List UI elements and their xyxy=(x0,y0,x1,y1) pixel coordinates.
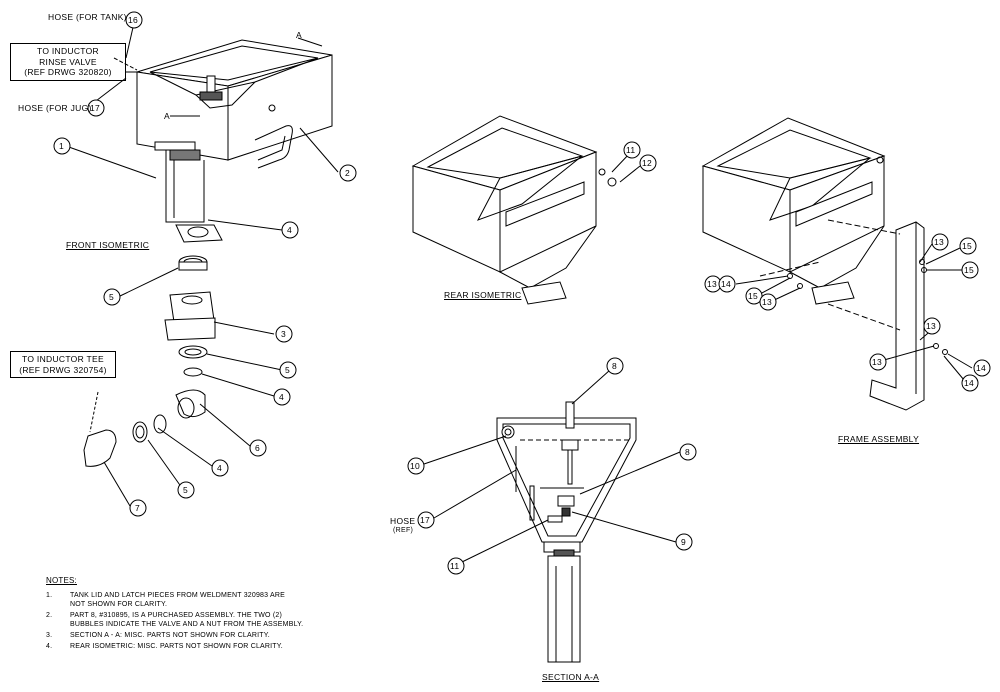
balloon-14: 14 xyxy=(976,363,987,373)
balloon-12: 12 xyxy=(642,158,653,168)
leader-lines xyxy=(65,22,973,563)
balloon-13: 13 xyxy=(872,357,883,367)
rinse-valve-line-1: TO INDUCTOR xyxy=(36,46,99,56)
balloon-13: 13 xyxy=(707,279,718,289)
rinse-valve-callout: TO INDUCTOR RINSE VALVE (REF DRWG 320820… xyxy=(10,43,126,81)
hose-ref-sub-label: (REF) xyxy=(393,527,414,534)
note-text: TANK LID AND LATCH PIECES FROM WELDMENT … xyxy=(70,592,285,608)
section-a-a-title: SECTION A-A xyxy=(542,672,600,682)
balloon-17: 17 xyxy=(420,515,431,525)
hose-ref-label: HOSE xyxy=(390,516,416,526)
section-view xyxy=(496,401,637,663)
balloon-3: 3 xyxy=(281,329,287,339)
balloon-circles xyxy=(53,11,991,575)
hose-tank-label: HOSE (FOR TANK) xyxy=(48,12,127,22)
balloon-5: 5 xyxy=(109,292,115,302)
frame-assembly-title: FRAME ASSEMBLY xyxy=(838,434,920,444)
balloon-14: 14 xyxy=(721,279,732,289)
balloon-13: 13 xyxy=(926,321,937,331)
balloon-13: 13 xyxy=(934,237,945,247)
inductor-tee-callout: TO INDUCTOR TEE (REF DRWG 320754) xyxy=(10,351,116,378)
note-item: 1. TANK LID AND LATCH PIECES FROM WELDME… xyxy=(46,591,320,609)
rear-tank xyxy=(411,115,617,305)
balloon-10: 10 xyxy=(410,461,421,471)
inductor-tee-line-2: (REF DRWG 320754) xyxy=(19,364,107,375)
section-mark-a-right: A xyxy=(296,30,302,40)
notes-title: NOTES: xyxy=(46,576,77,585)
rear-isometric-title: REAR ISOMETRIC xyxy=(444,290,522,300)
hose-jug-label: HOSE (FOR JUG) xyxy=(18,103,92,113)
balloon-14: 14 xyxy=(964,378,975,388)
balloon-6: 6 xyxy=(255,443,261,453)
note-item: 2. PART 8, #310895, IS A PURCHASED ASSEM… xyxy=(46,611,320,629)
notes-block: NOTES: 1. TANK LID AND LATCH PIECES FROM… xyxy=(46,576,320,653)
front-tank xyxy=(125,39,333,243)
front-isometric-title: FRONT ISOMETRIC xyxy=(66,240,150,250)
note-number: 2. xyxy=(46,612,53,619)
balloon-11: 11 xyxy=(626,145,636,155)
balloon-9: 9 xyxy=(681,537,687,547)
balloon-11: 11 xyxy=(450,561,460,571)
balloon-8: 8 xyxy=(612,361,618,371)
balloon-5: 5 xyxy=(183,485,189,495)
balloon-4: 4 xyxy=(287,225,293,235)
note-text: PART 8, #310895, IS A PURCHASED ASSEMBLY… xyxy=(70,612,304,628)
balloon-8: 8 xyxy=(685,447,691,457)
section-mark-a-left: A xyxy=(164,111,170,121)
note-number: 1. xyxy=(46,592,53,599)
note-number: 3. xyxy=(46,632,53,639)
balloon-7: 7 xyxy=(135,503,141,513)
balloon-15: 15 xyxy=(748,291,759,301)
rinse-valve-line-3: (REF DRWG 320820) xyxy=(24,67,112,77)
balloon-5: 5 xyxy=(285,365,291,375)
frame-assembly-view xyxy=(701,117,948,411)
fittings-stack xyxy=(83,255,216,467)
inductor-tee-line-1: TO INDUCTOR TEE xyxy=(22,354,104,364)
balloon-16: 16 xyxy=(128,15,139,25)
note-text: REAR ISOMETRIC: MISC. PARTS NOT SHOWN FO… xyxy=(70,643,283,650)
note-item: 4. REAR ISOMETRIC: MISC. PARTS NOT SHOWN… xyxy=(46,642,320,651)
balloon-2: 2 xyxy=(345,168,351,178)
note-item: 3. SECTION A - A: MISC. PARTS NOT SHOWN … xyxy=(46,631,320,640)
balloon-1: 1 xyxy=(59,141,65,151)
rinse-valve-line-2: RINSE VALVE xyxy=(39,56,97,67)
balloon-15: 15 xyxy=(964,265,975,275)
balloon-15: 15 xyxy=(962,241,973,251)
balloon-4: 4 xyxy=(217,463,223,473)
balloon-17: 17 xyxy=(90,103,101,113)
balloon-4: 4 xyxy=(279,392,285,402)
note-number: 4. xyxy=(46,643,53,650)
balloon-13: 13 xyxy=(762,297,773,307)
note-text: SECTION A - A: MISC. PARTS NOT SHOWN FOR… xyxy=(70,632,270,639)
